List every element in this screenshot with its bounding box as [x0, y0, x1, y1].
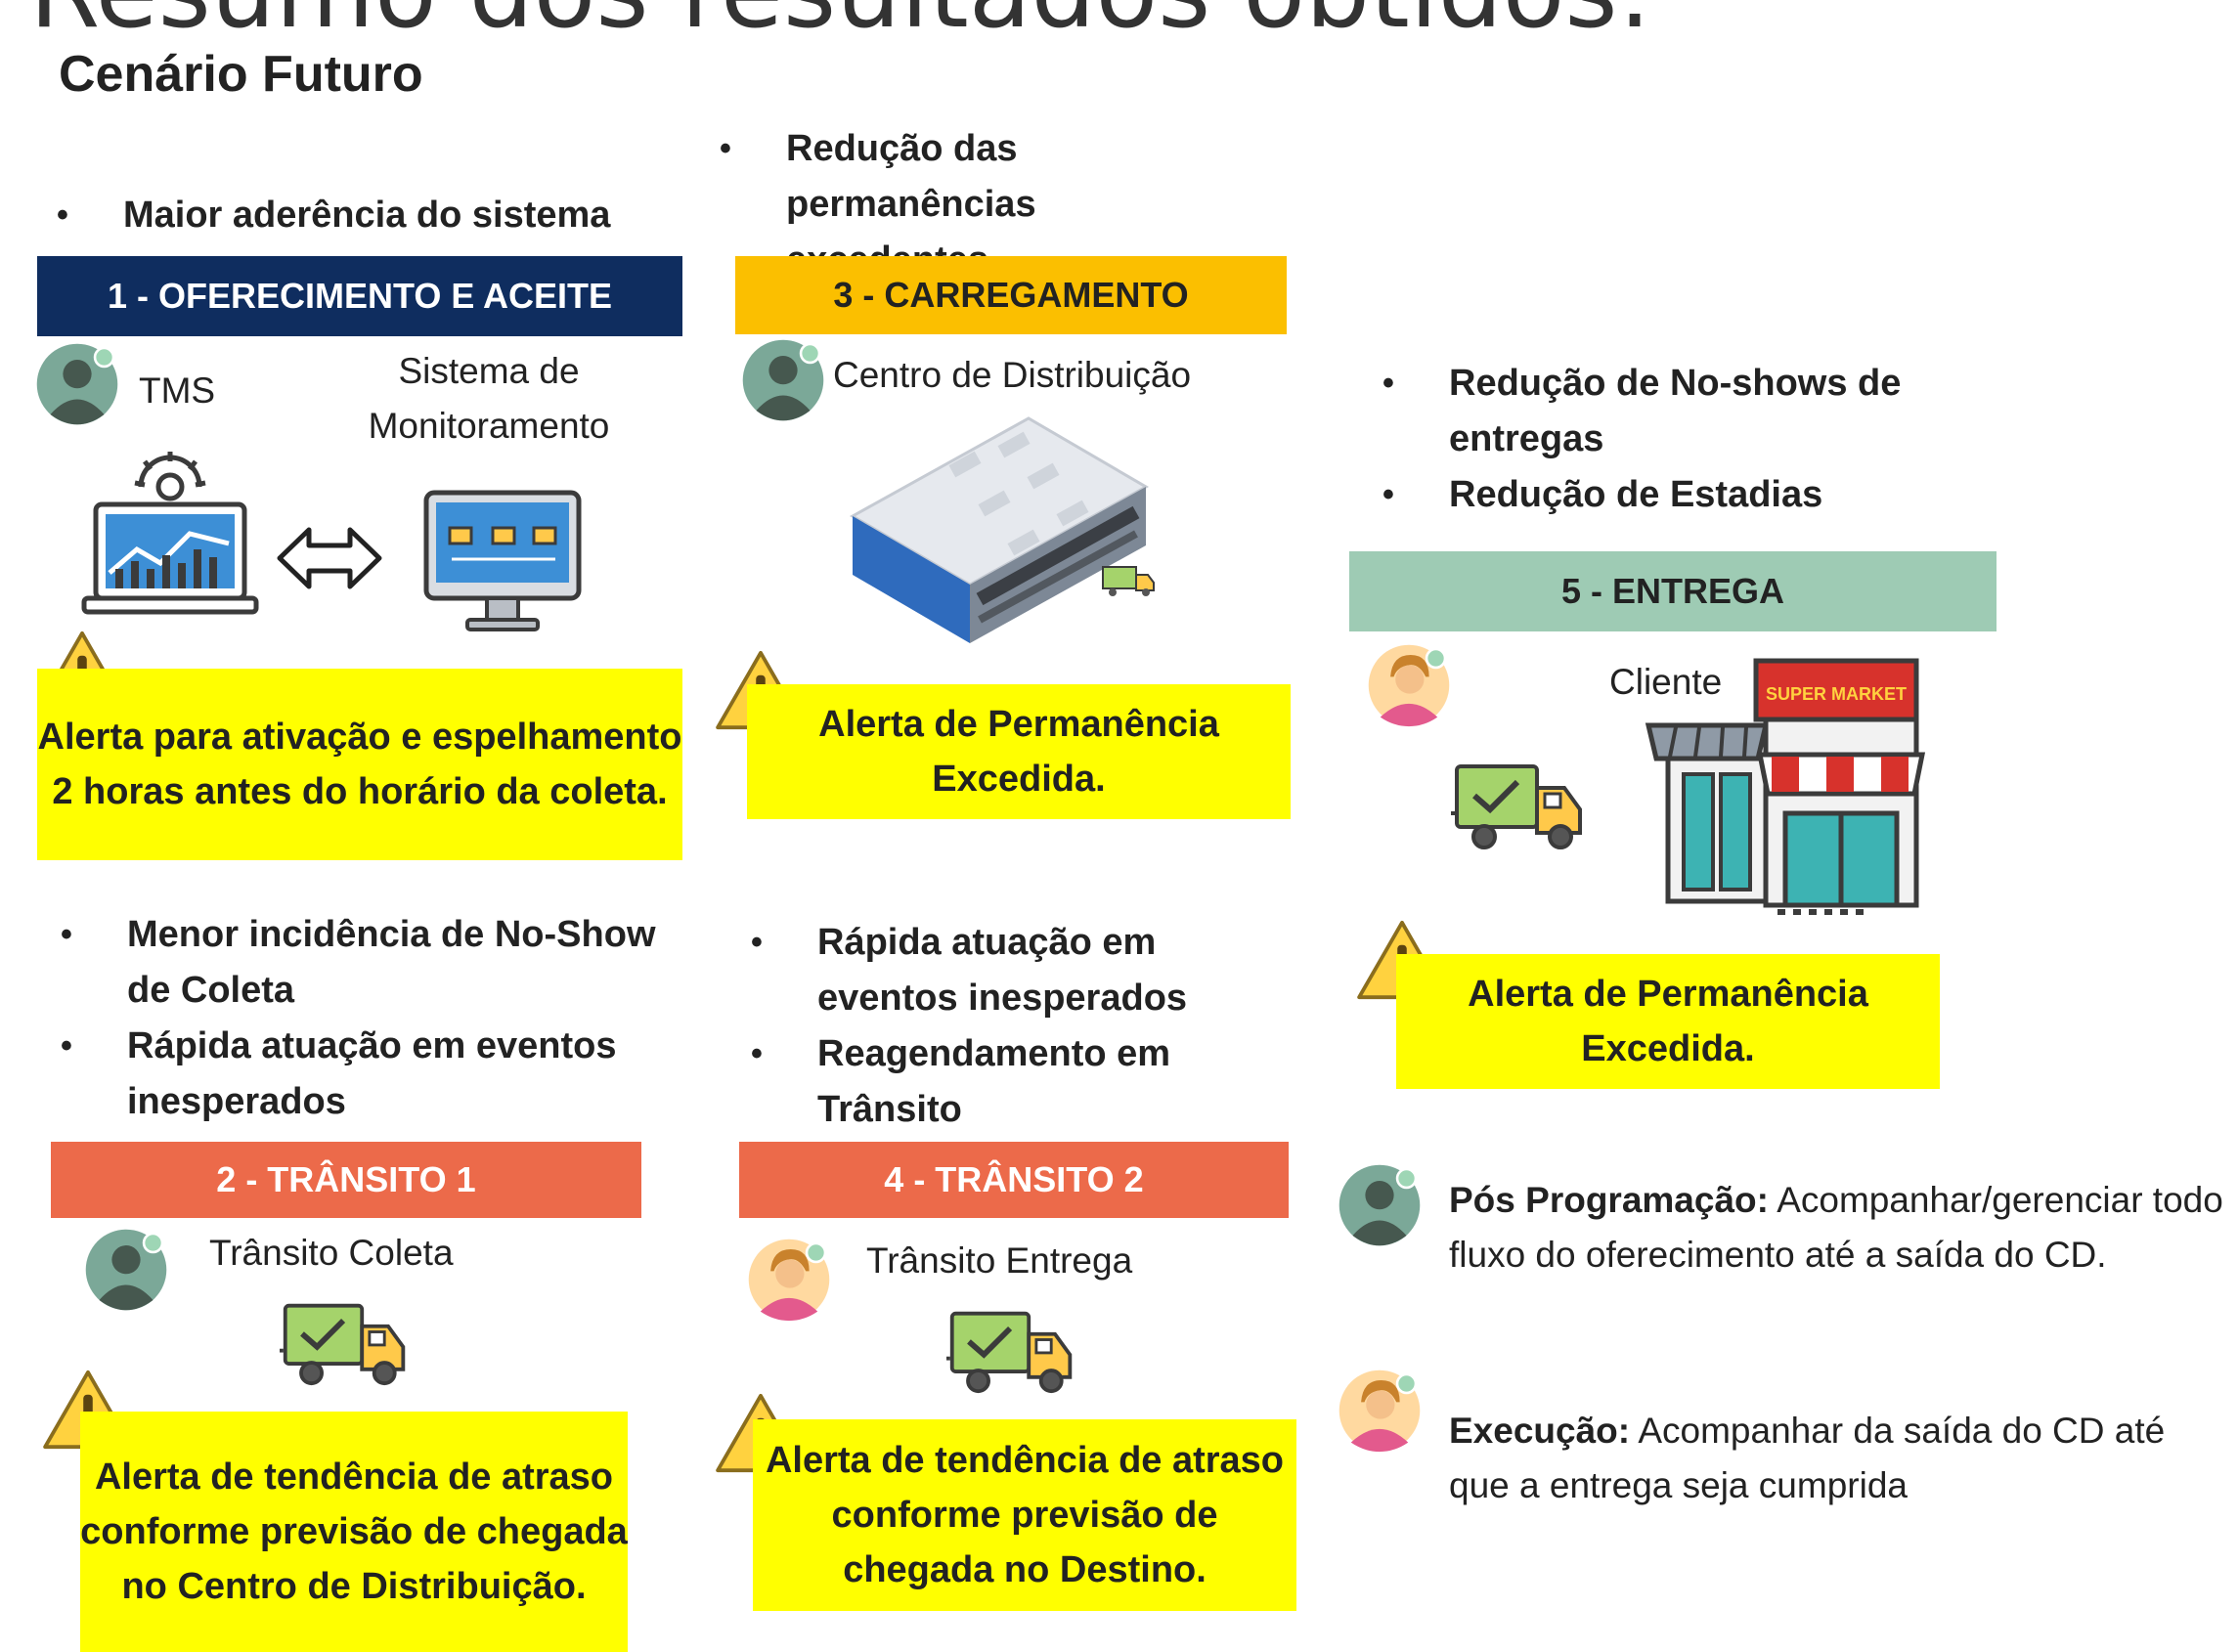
store-sign-text: SUPER MARKET [1766, 684, 1907, 704]
laptop-gear-chart-icon [81, 452, 259, 615]
list-item: Redução de Estadias [1377, 467, 2002, 523]
stage1-header: 1 - OFERECIMENTO E ACEITE [37, 256, 682, 336]
role-exec-label: Execução: [1449, 1411, 1631, 1451]
tms-label: TMS [139, 370, 216, 411]
role-execucao: Execução: Acompanhar da saída do CD até … [1449, 1404, 2212, 1513]
person-avatar-icon [741, 338, 825, 422]
distribution-center-label: Centro de Distribuição [833, 355, 1192, 395]
double-arrow-icon [277, 527, 382, 589]
stage3-header: 3 - CARREGAMENTO [735, 256, 1287, 334]
stage1-alert: Alerta para ativação e espelhamento 2 ho… [37, 669, 682, 860]
stage2-alert: Alerta de tendência de atraso conforme p… [80, 1412, 628, 1652]
stage2-header: 2 - TRÂNSITO 1 [51, 1142, 641, 1218]
monitor-dashboard-icon [423, 490, 582, 631]
stage5-header: 5 - ENTREGA [1349, 551, 1997, 631]
person-avatar-female-icon [1367, 643, 1451, 727]
person-avatar-icon [84, 1228, 168, 1312]
role-pos-text: Acompanhar/gerenciar todo fluxo do ofere… [1449, 1180, 2223, 1275]
person-avatar-female-icon [747, 1238, 831, 1322]
transit-delivery-label: Trânsito Entrega [866, 1240, 1133, 1281]
supermarket-store-icon: SUPER MARKET [1645, 658, 1926, 915]
stage4-bullets: Rápida atuação em eventos inesperados Re… [745, 915, 1293, 1138]
warehouse-icon [849, 416, 1155, 643]
stage4-header: 4 - TRÂNSITO 2 [739, 1142, 1289, 1218]
role-pos-label: Pós Programação: [1449, 1180, 1769, 1220]
section-subtitle: Cenário Futuro [59, 46, 423, 103]
monitoring-system-label: Sistema de Monitoramento [368, 351, 610, 446]
stage5-alert: Alerta de Permanência Excedida. [1396, 954, 1940, 1089]
list-item: Menor incidência de No-Show de Coleta [55, 907, 661, 1019]
list-item: Redução de No-shows de entregas [1377, 356, 1957, 467]
role-pos-programacao: Pós Programação: Acompanhar/gerenciar to… [1449, 1173, 2231, 1282]
role-exec-text: Acompanhar da saída do CD até que a entr… [1449, 1411, 2166, 1505]
list-item: Maior aderência do sistema [51, 188, 677, 243]
person-avatar-icon [35, 342, 119, 426]
delivery-truck-check-icon [1451, 757, 1588, 854]
person-avatar-icon [1338, 1163, 1422, 1247]
list-item: Rápida atuação em eventos inesperados [745, 915, 1293, 1026]
list-item: Reagendamento em Trânsito [745, 1026, 1293, 1138]
client-label: Cliente [1609, 662, 1723, 702]
stage2-bullets: Menor incidência de No-Show de Coleta Rá… [55, 907, 661, 1130]
page-title: Resumo dos resultados obtidos: [29, 0, 1652, 51]
person-avatar-female-icon [1338, 1369, 1422, 1453]
list-item: Rápida atuação em eventos inesperados [55, 1019, 661, 1130]
stage5-bullets: Redução de No-shows de entregas Redução … [1377, 356, 2002, 523]
stage4-alert: Alerta de tendência de atraso conforme p… [753, 1419, 1296, 1611]
transit-pickup-label: Trânsito Coleta [209, 1233, 454, 1273]
stage1-bullets: Maior aderência do sistema [51, 188, 677, 243]
delivery-truck-check-icon [280, 1296, 411, 1390]
stage3-alert: Alerta de Permanência Excedida. [747, 684, 1291, 819]
delivery-truck-check-icon [946, 1304, 1077, 1398]
